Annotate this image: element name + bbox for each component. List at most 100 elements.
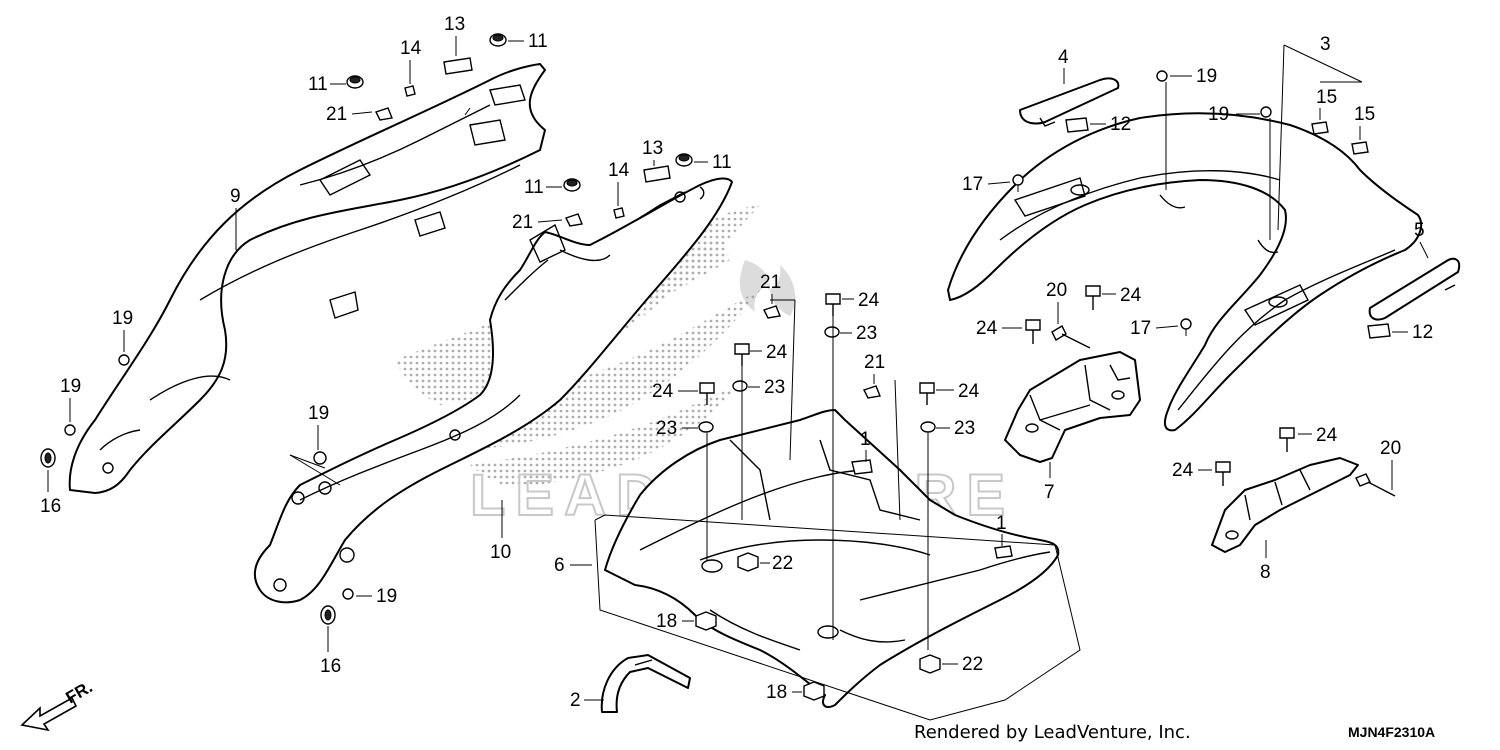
callout-3: 3	[1320, 34, 1331, 55]
grommet-16-b	[320, 605, 336, 625]
clip-19-b	[64, 424, 76, 436]
callout-17a: 17	[962, 174, 983, 195]
callout-21b: 21	[512, 212, 533, 233]
callout-21c: 21	[760, 272, 781, 293]
washer-23-a	[824, 326, 840, 338]
grommet-11-b	[346, 75, 364, 89]
bolt-24-e	[1085, 285, 1101, 310]
part-9-left-side-cover	[68, 63, 546, 494]
part-8-stay	[1211, 457, 1359, 553]
washer-23-d	[920, 421, 936, 433]
part-3-grab-rail	[947, 112, 1423, 432]
callout-15b: 15	[1354, 104, 1375, 125]
screw-17-b	[1180, 318, 1192, 336]
grommet-16-a	[40, 448, 56, 468]
callout-24c: 24	[652, 381, 674, 402]
part-4-rail-cover	[1019, 77, 1120, 127]
callout-11a: 11	[528, 31, 548, 52]
bolt-24-c	[699, 382, 715, 405]
clip-19-a	[118, 354, 130, 366]
callout-14a: 14	[400, 38, 422, 59]
callout-12a: 12	[1110, 114, 1131, 135]
callout-24a: 24	[858, 290, 880, 311]
leader-lines	[289, 44, 1363, 721]
callout-11c: 11	[524, 177, 544, 198]
callout-9: 9	[230, 186, 241, 207]
callout-1a: 1	[860, 429, 871, 450]
callout-19c: 19	[308, 403, 329, 424]
part-10-right-side-cover	[253, 177, 733, 604]
part-6-rear-fender	[604, 409, 1060, 708]
callout-15a: 15	[1316, 87, 1337, 108]
callout-11b: 11	[308, 74, 328, 95]
clip-21-b	[565, 213, 583, 227]
screw-17-a	[1012, 174, 1024, 192]
callout-10: 10	[490, 542, 511, 563]
callout-24f: 24	[976, 318, 998, 339]
callout-19b: 19	[60, 376, 81, 397]
diagram-code: MJN4F2310A	[1348, 724, 1435, 740]
callout-19f: 19	[1208, 104, 1229, 125]
callout-23a: 23	[856, 323, 877, 344]
callout-21d: 21	[864, 352, 885, 373]
grommet-11-c	[563, 178, 581, 192]
callout-24d: 24	[958, 381, 980, 402]
callout-5: 5	[1414, 220, 1425, 241]
clip-19-e	[1156, 70, 1168, 82]
bolt-20-b	[1355, 473, 1396, 497]
callout-2: 2	[570, 690, 581, 711]
clip-19-d	[342, 588, 354, 600]
clip-19-f	[1260, 106, 1272, 118]
watermark-flame-logo	[739, 260, 796, 316]
callout-16b: 16	[320, 656, 341, 677]
callout-11d: 11	[712, 152, 732, 173]
bolt-24-b	[734, 343, 750, 366]
pad-12-b	[1367, 323, 1391, 339]
callout-23c: 23	[656, 418, 677, 439]
clip-21-c	[763, 305, 781, 319]
callout-21a: 21	[326, 104, 347, 125]
callout-labels: 1 1 2 3 4 5 6 7 8 9 10 11 11 11 11 12 12…	[40, 14, 1433, 711]
callout-24e: 24	[1120, 285, 1142, 306]
pad-15-b	[1351, 141, 1369, 155]
callout-18b: 18	[766, 682, 787, 703]
callout-1b: 1	[996, 513, 1007, 534]
callout-19e: 19	[1196, 66, 1217, 87]
callout-22a: 22	[772, 553, 793, 574]
front-direction-arrow-icon: FR.	[20, 677, 96, 732]
pad-12-a	[1065, 117, 1089, 133]
callout-24g: 24	[1316, 425, 1338, 446]
nut-18-a	[695, 611, 717, 631]
callout-20a: 20	[1046, 280, 1067, 301]
nut-18-b	[803, 681, 825, 701]
clip-19-c	[313, 451, 327, 465]
bolt-20-a	[1051, 325, 1091, 349]
part-2-bracket	[600, 654, 691, 713]
callout-16a: 16	[40, 496, 61, 517]
callout-13a: 13	[444, 14, 465, 35]
clip-14-b	[613, 207, 625, 219]
callout-24h: 24	[1172, 460, 1194, 481]
callout-23d: 23	[954, 418, 975, 439]
pad-15-a	[1311, 121, 1329, 135]
bolt-24-a	[825, 293, 841, 316]
callout-12b: 12	[1412, 322, 1433, 343]
callout-20b: 20	[1380, 438, 1401, 459]
callout-19a: 19	[112, 308, 133, 329]
callout-7: 7	[1044, 482, 1055, 503]
nut-22-a	[737, 552, 759, 572]
nut-22-b	[919, 654, 941, 674]
bolt-24-h	[1215, 461, 1231, 486]
washer-23-b	[732, 380, 748, 392]
bolt-24-f	[1025, 319, 1041, 344]
bolt-24-d	[919, 382, 935, 405]
bolt-24-g	[1279, 427, 1295, 452]
rendered-by-text: Rendered by LeadVenture, Inc.	[914, 722, 1191, 743]
pad-13-a	[443, 57, 473, 75]
clip-21-a	[375, 107, 393, 121]
pad-13-b	[643, 165, 671, 183]
callout-19d: 19	[376, 586, 397, 607]
callout-4: 4	[1058, 47, 1069, 68]
callout-17b: 17	[1130, 318, 1151, 339]
